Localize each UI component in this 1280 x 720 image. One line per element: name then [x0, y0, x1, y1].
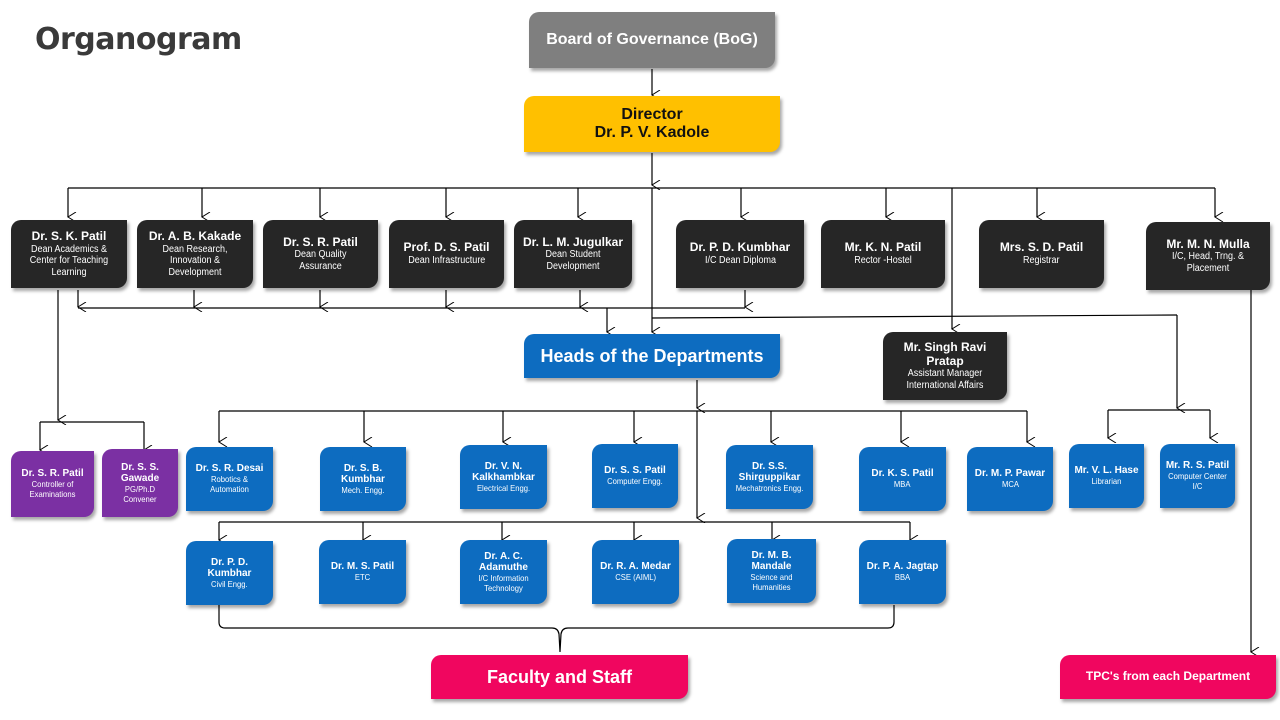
hod-dept: ETC — [354, 571, 371, 582]
director-name: Dr. P. V. Kadole — [594, 124, 710, 141]
hod-dept: I/C Information Technology — [478, 572, 529, 593]
director-title: Director — [621, 105, 683, 123]
faculty-label: Faculty and Staff — [486, 666, 633, 687]
hod-name: Dr. M. B. Mandale — [751, 549, 792, 573]
hod-dept: Civil Engg. — [211, 578, 248, 589]
hod-dept-box[interactable]: Dr. S.S. Shirguppikar Mechatronics Engg. — [726, 445, 813, 509]
hod-dept: Computer Engg. — [607, 475, 663, 486]
dean-name: Dr. P. D. Kumbhar — [689, 240, 791, 255]
hod-dept-box[interactable]: Dr. V. N. Kalkhambkar Electrical Engg. — [460, 445, 547, 509]
dean-name: Prof. D. S. Patil — [403, 240, 490, 255]
hod-name: Dr. S. B. Kumbhar — [341, 462, 385, 486]
dean-box[interactable]: Mrs. S. D. Patil Registrar — [979, 220, 1104, 288]
hod-dept-box[interactable]: Dr. R. A. Medar CSE (AIML) — [592, 540, 679, 604]
hod-box[interactable]: Heads of the Departments — [524, 334, 780, 378]
dean-box[interactable]: Dr. A. B. Kakade Dean Research, Innovati… — [137, 220, 253, 288]
dean-name: Dr. L. M. Jugulkar — [522, 234, 624, 249]
exam-name: Dr. S. R. Patil — [21, 468, 84, 480]
staff-role: Librarian — [1091, 475, 1122, 486]
hod-name: Dr. V. N. Kalkhambkar — [472, 460, 535, 484]
director-box[interactable]: Director Dr. P. V. Kadole — [524, 96, 780, 152]
staff-box[interactable]: Mr. V. L. Hase Librarian — [1069, 444, 1144, 508]
dean-box[interactable]: Dr. P. D. Kumbhar I/C Dean Diploma — [676, 220, 804, 288]
tpc-box[interactable]: TPC's from each Department — [1060, 655, 1276, 699]
page-title: Organogram — [35, 22, 242, 57]
bog-label: Board of Governance (BoG) — [546, 30, 758, 48]
dean-role: Registrar — [1023, 255, 1060, 267]
dean-name: Mrs. S. D. Patil — [999, 240, 1084, 255]
hod-dept: CSE (AIML) — [615, 571, 656, 582]
dean-role: Dean Infrastructure — [407, 255, 486, 267]
dean-role: Dean Research, Innovation & Development — [162, 243, 228, 278]
hod-name: Dr. A. C. Adamuthe — [479, 550, 528, 574]
dean-name: Mr. K. N. Patil — [844, 240, 922, 255]
dean-role: Dean Student Development — [545, 249, 601, 272]
staff-box[interactable]: Mr. R. S. Patil Computer Center I/C — [1160, 444, 1235, 508]
exam-box[interactable]: Dr. S. S. Gawade PG/Ph.D Convener — [102, 449, 178, 517]
hod-name: Dr. P. A. Jagtap — [866, 561, 939, 573]
exam-role: Controller of Examinations — [29, 478, 76, 499]
hod-name: Dr. M. S. Patil — [330, 561, 395, 573]
dean-role: Rector -Hostel — [854, 255, 912, 267]
hod-dept-box[interactable]: Dr. P. D. Kumbhar Civil Engg. — [186, 541, 273, 605]
hod-name: Dr. M. P. Pawar — [974, 468, 1046, 480]
intl-name: Mr. Singh Ravi Pratap — [903, 339, 987, 368]
hod-dept: Robotics & Automation — [210, 473, 249, 494]
faculty-box[interactable]: Faculty and Staff — [431, 655, 688, 699]
dean-name: Dr. S. R. Patil — [283, 234, 358, 249]
staff-name: Mr. R. S. Patil — [1165, 460, 1230, 472]
exam-box[interactable]: Dr. S. R. Patil Controller of Examinatio… — [11, 451, 94, 517]
hod-dept-box[interactable]: Dr. S. R. Desai Robotics & Automation — [186, 447, 273, 511]
dean-box[interactable]: Dr. S. R. Patil Dean Quality Assurance — [263, 220, 378, 288]
hod-dept-box[interactable]: Dr. A. C. Adamuthe I/C Information Techn… — [460, 540, 547, 604]
dean-role: Dean Quality Assurance — [294, 249, 347, 272]
dean-box[interactable]: Dr. L. M. Jugulkar Dean Student Developm… — [514, 220, 632, 288]
dean-name: Mr. M. N. Mulla — [1166, 236, 1250, 251]
exam-role: PG/Ph.D Convener — [123, 483, 157, 504]
hod-dept: Mechatronics Engg. — [735, 482, 804, 493]
tpc-label: TPC's from each Department — [1085, 669, 1251, 684]
hod-dept-box[interactable]: Dr. M. B. Mandale Science and Humanities — [727, 539, 816, 603]
intl-affairs-box[interactable]: Mr. Singh Ravi Pratap Assistant Manager … — [883, 332, 1007, 400]
hod-dept: BBA — [894, 571, 911, 582]
dean-role: I/C Dean Diploma — [704, 255, 776, 267]
hod-name: Dr. P. D. Kumbhar — [207, 556, 252, 580]
dean-name: Dr. S. K. Patil — [31, 228, 107, 243]
hod-dept-box[interactable]: Dr. K. S. Patil MBA — [859, 447, 946, 511]
hod-name: Dr. S. S. Patil — [604, 465, 666, 477]
bog-box[interactable]: Board of Governance (BoG) — [529, 12, 775, 68]
dean-role: I/C, Head, Trng. & Placement — [1171, 251, 1245, 274]
hod-dept-box[interactable]: Dr. P. A. Jagtap BBA — [859, 540, 946, 604]
hod-name: Dr. K. S. Patil — [871, 468, 934, 480]
hod-dept-box[interactable]: Dr. S. S. Patil Computer Engg. — [592, 444, 678, 508]
hod-dept: Electrical Engg. — [476, 482, 531, 493]
dean-role: Dean Academics & Center for Teaching Lea… — [29, 243, 109, 278]
hod-dept-box[interactable]: Dr. M. S. Patil ETC — [319, 540, 406, 604]
dean-name: Dr. A. B. Kakade — [148, 228, 242, 243]
hod-dept: MBA — [894, 478, 911, 489]
dean-box[interactable]: Dr. S. K. Patil Dean Academics & Center … — [11, 220, 127, 288]
intl-role: Assistant Manager International Affairs — [906, 368, 984, 391]
hod-name: Dr. S. R. Desai — [195, 463, 264, 475]
hod-dept-box[interactable]: Dr. S. B. Kumbhar Mech. Engg. — [320, 447, 406, 511]
hod-dept: Science and Humanities — [750, 571, 793, 592]
dean-box[interactable]: Prof. D. S. Patil Dean Infrastructure — [389, 220, 504, 288]
hod-dept: Mech. Engg. — [341, 484, 385, 495]
hod-dept-box[interactable]: Dr. M. P. Pawar MCA — [967, 447, 1053, 511]
dean-box[interactable]: Mr. M. N. Mulla I/C, Head, Trng. & Place… — [1146, 222, 1270, 290]
hod-label: Heads of the Departments — [540, 345, 764, 366]
hod-dept: MCA — [1001, 478, 1019, 489]
hod-name: Dr. R. A. Medar — [600, 561, 671, 573]
hod-name: Dr. S.S. Shirguppikar — [738, 460, 801, 484]
staff-name: Mr. V. L. Hase — [1074, 465, 1139, 477]
exam-name: Dr. S. S. Gawade — [120, 461, 160, 485]
staff-role: Computer Center I/C — [1168, 470, 1227, 491]
dean-box[interactable]: Mr. K. N. Patil Rector -Hostel — [821, 220, 945, 288]
